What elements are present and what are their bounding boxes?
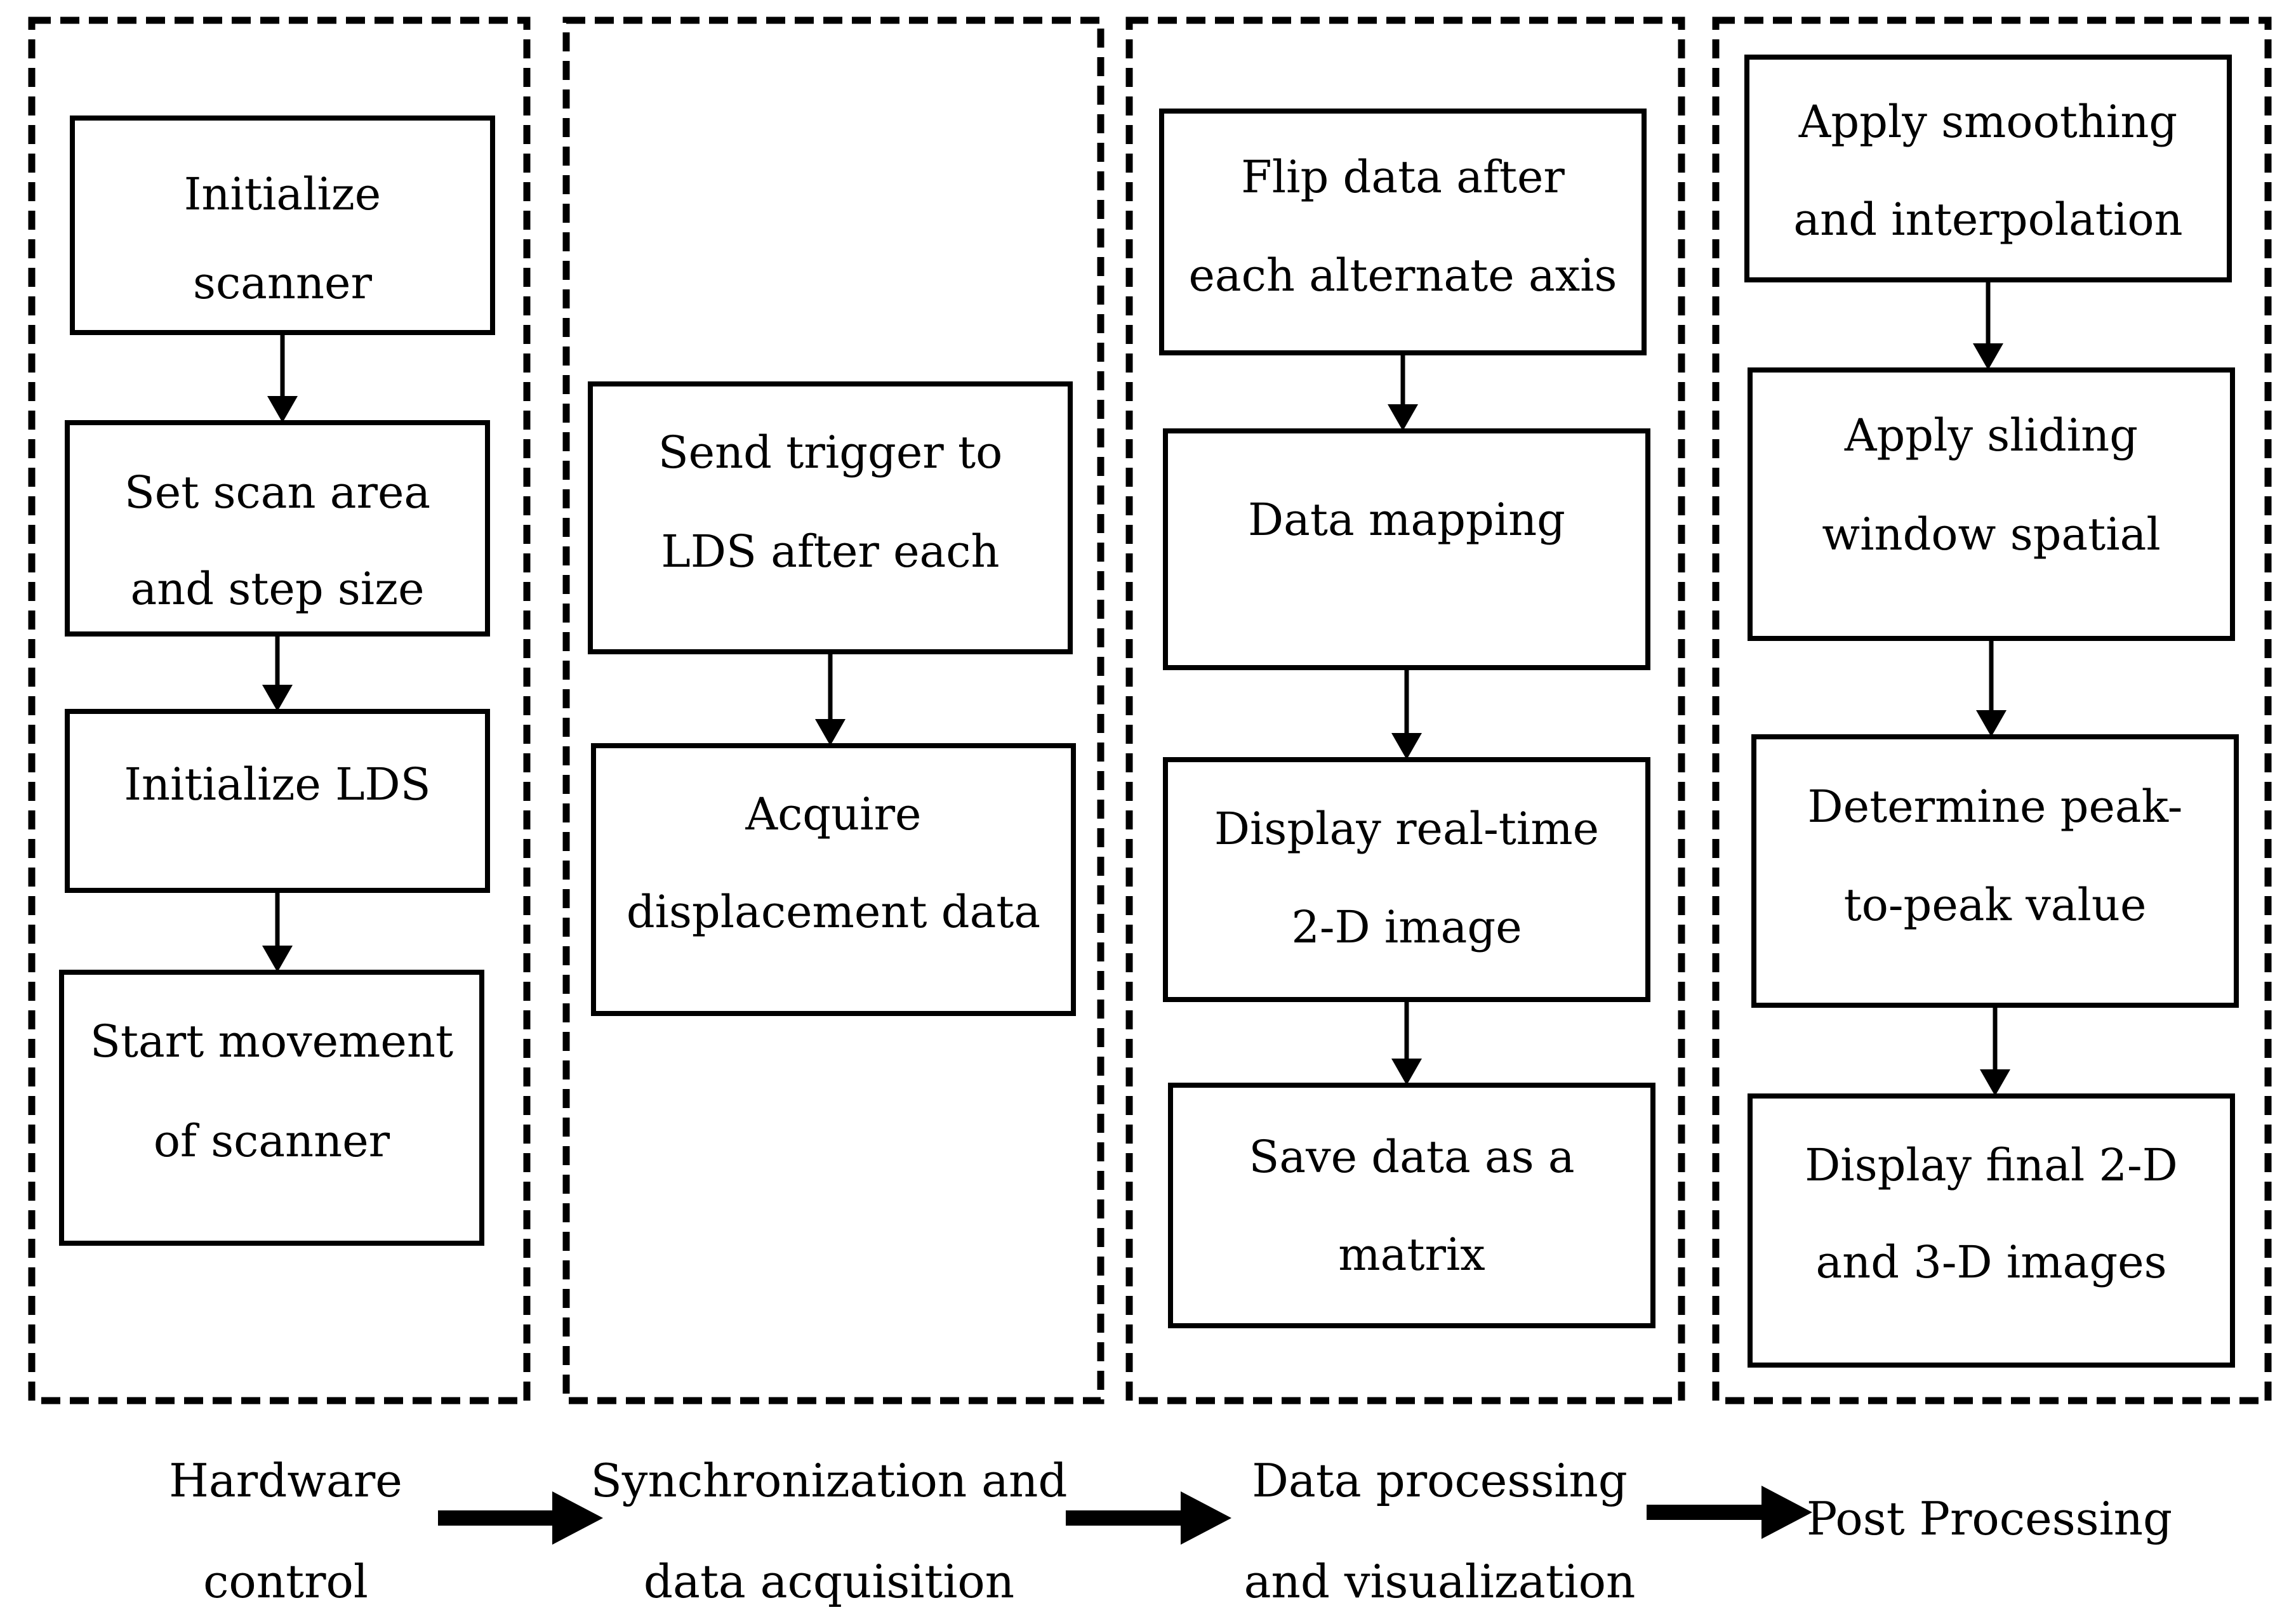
- flow-arrow: [1980, 1005, 2010, 1096]
- step-label-line: Initialize: [184, 168, 381, 220]
- step-box: Set scan area and step size: [65, 420, 490, 637]
- flow-arrow: [1976, 638, 2007, 737]
- step-label-line: Initialize LDS: [124, 758, 430, 810]
- step-box-border: [70, 116, 495, 335]
- step-label-line: window spatial: [1822, 508, 2161, 560]
- step-label-line: LDS after each: [661, 525, 999, 578]
- step-label-line: Flip data after: [1241, 151, 1565, 203]
- stage-arrow: [1647, 1486, 1812, 1539]
- column-group-1: [28, 17, 531, 1404]
- step-label-line: and step size: [130, 563, 424, 615]
- flow-arrow: [1391, 1000, 1422, 1085]
- flow-arrow: [1973, 280, 2003, 370]
- step-label-line: scanner: [193, 257, 372, 309]
- step-label-line: Determine peak-: [1808, 781, 2183, 833]
- step-label-line: and 3-D images: [1815, 1236, 2166, 1288]
- step-box-border: [59, 970, 484, 1246]
- step-box: Initialize scanner: [70, 116, 495, 335]
- step-label-line: Send trigger to: [658, 426, 1003, 479]
- flow-arrow: [262, 890, 293, 972]
- step-label-line: matrix: [1338, 1229, 1485, 1281]
- step-box: Data mapping: [1163, 428, 1650, 670]
- step-label-line: Display final 2-D: [1805, 1139, 2178, 1191]
- step-label-line: to-peak value: [1844, 879, 2147, 931]
- step-box: Start movement of scanner: [59, 970, 484, 1246]
- step-box: Apply smoothing and interpolation: [1744, 55, 2232, 282]
- step-box: Send trigger to LDS after each: [588, 381, 1073, 654]
- step-label-line: Data mapping: [1248, 494, 1565, 546]
- step-box: Display final 2-D and 3-D images: [1748, 1093, 2235, 1368]
- flow-arrow: [262, 634, 293, 711]
- flow-arrow: [1391, 668, 1422, 760]
- step-box-border: [1159, 109, 1647, 355]
- stage-label-line: data acquisition: [644, 1555, 1014, 1608]
- step-box-border: [588, 381, 1073, 654]
- step-box: Flip data after each alternate axis: [1159, 109, 1647, 355]
- stage-label-line: Data processing: [1252, 1454, 1628, 1507]
- stage-arrow: [438, 1491, 603, 1545]
- flow-arrow: [815, 652, 846, 746]
- stage-arrow: [1066, 1491, 1231, 1545]
- step-box: Acquire displacement data: [591, 743, 1076, 1016]
- step-label-line: Acquire: [745, 788, 922, 840]
- step-label-line: Apply sliding: [1844, 409, 2138, 461]
- step-label-line: of scanner: [154, 1115, 390, 1167]
- step-box: Apply sliding window spatial: [1748, 367, 2235, 641]
- step-box: Initialize LDS: [65, 709, 490, 893]
- step-label-line: Apply smoothing: [1798, 96, 2177, 148]
- step-label-line: Save data as a: [1249, 1131, 1574, 1183]
- stage-label-line: Synchronization and: [590, 1454, 1067, 1507]
- stage-label-line: and visualization: [1244, 1555, 1636, 1608]
- step-label-line: and interpolation: [1793, 194, 2182, 246]
- step-label-line: displacement data: [627, 886, 1040, 938]
- step-box: Determine peak-to-peak value: [1751, 734, 2239, 1008]
- step-box-border: [1168, 1083, 1655, 1328]
- step-box-border: [1744, 55, 2232, 282]
- stage-label-line: Post Processing: [1807, 1492, 2172, 1545]
- step-label-line: Set scan area: [124, 466, 430, 518]
- step-box-border: [1748, 367, 2235, 641]
- step-box-border: [1748, 1093, 2235, 1368]
- step-box: Display real-time 2-D image: [1163, 757, 1650, 1002]
- step-box: Save data as a matrix: [1168, 1083, 1655, 1328]
- step-label-line: 2-D image: [1291, 901, 1522, 953]
- step-box-border: [1751, 734, 2239, 1008]
- column-group-2: [562, 17, 1105, 1404]
- stage-label-line: Hardware: [169, 1454, 402, 1507]
- column-group-4: [1712, 17, 2272, 1404]
- column-group-3: [1125, 17, 1685, 1404]
- step-box-border: [1163, 428, 1650, 670]
- stage-label-line: control: [203, 1555, 368, 1608]
- flow-arrow: [267, 333, 298, 423]
- flow-arrow: [1388, 353, 1418, 431]
- step-label-line: each alternate axis: [1189, 249, 1617, 301]
- step-label-line: Display real-time: [1214, 803, 1599, 855]
- step-box-border: [591, 743, 1076, 1016]
- step-box-border: [1163, 757, 1650, 1002]
- step-label-line: Start movement: [90, 1015, 453, 1067]
